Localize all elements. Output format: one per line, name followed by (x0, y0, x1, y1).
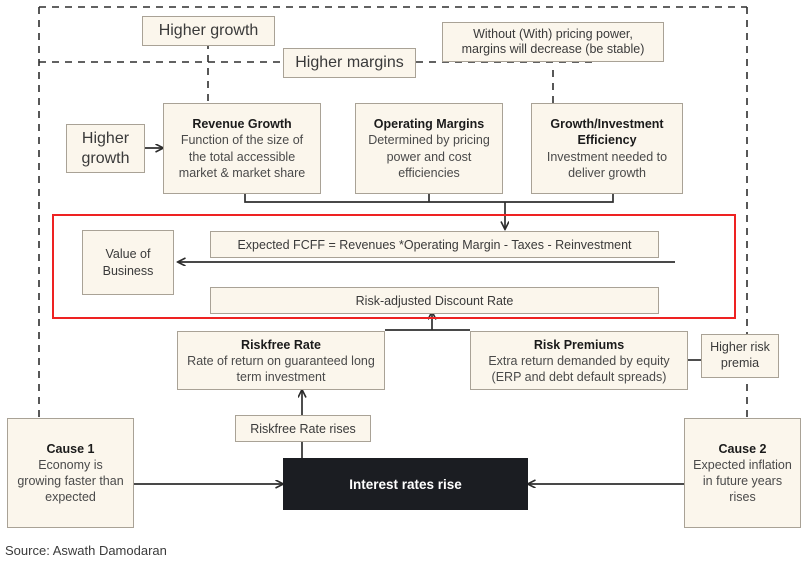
node-desc: Determined by pricing power and cost eff… (368, 133, 490, 180)
riskfree-rate-rises[interactable]: Riskfree Rate rises (235, 415, 371, 442)
driver-label: Higher margins (295, 54, 404, 71)
driver-pricing-power[interactable]: Without (With) pricing power, margins wi… (442, 22, 664, 62)
node-desc: Extra return demanded by equity (ERP and… (488, 353, 670, 384)
node-title: Growth/Investment Efficiency (550, 117, 664, 148)
node-desc: Expected inflation in future years rises (693, 457, 792, 505)
node-desc: Function of the size of the total access… (178, 133, 306, 180)
node-desc: Rate of return on guaranteed long term i… (187, 353, 375, 384)
cause-2[interactable]: Cause 2 Expected inflation in future yea… (684, 418, 801, 528)
driver-higher-margins[interactable]: Higher margins (283, 48, 416, 78)
value-driver-growth-investment-efficiency[interactable]: Growth/Investment Efficiency Investment … (531, 103, 683, 194)
driver-higher-growth-top[interactable]: Higher growth (142, 16, 275, 46)
interest-rates-rise[interactable]: Interest rates rise (283, 458, 528, 510)
node-label: Value of Business (102, 247, 154, 278)
formula-label: Expected FCFF = Revenues *Operating Marg… (237, 237, 632, 252)
driver-higher-risk-premia[interactable]: Higher risk premia (701, 334, 779, 378)
driver-label: Higher risk premia (710, 340, 770, 370)
value-of-business[interactable]: Value of Business (82, 230, 174, 295)
node-title: Risk Premiums (533, 337, 625, 352)
node-label: Interest rates rise (349, 476, 462, 492)
node-title: Revenue Growth (192, 117, 292, 131)
driver-label: Higher growth (81, 129, 130, 167)
discount-input-riskfree-rate[interactable]: Riskfree Rate Rate of return on guarante… (177, 331, 385, 390)
node-desc: Economy is growing faster than expected (17, 457, 124, 505)
driver-label: Higher growth (158, 22, 259, 39)
source-caption: Source: Aswath Damodaran (5, 543, 167, 558)
cause-1[interactable]: Cause 1 Economy is growing faster than e… (7, 418, 134, 528)
node-desc: Investment needed to deliver growth (546, 149, 668, 180)
driver-higher-growth-left[interactable]: Higher growth (66, 124, 145, 173)
value-driver-operating-margins[interactable]: Operating Margins Determined by pricing … (355, 103, 503, 194)
node-label: Risk-adjusted Discount Rate (355, 293, 514, 308)
valuation-highlight-frame (52, 214, 736, 319)
risk-adjusted-discount-rate[interactable]: Risk-adjusted Discount Rate (210, 287, 659, 314)
node-title: Cause 1 (46, 441, 95, 456)
node-title: Cause 2 (718, 441, 767, 456)
driver-label: Without (With) pricing power, margins wi… (461, 27, 645, 56)
discount-input-risk-premiums[interactable]: Risk Premiums Extra return demanded by e… (470, 331, 688, 390)
node-label: Riskfree Rate rises (250, 421, 356, 436)
value-driver-revenue-growth[interactable]: Revenue Growth Function of the size of t… (163, 103, 321, 194)
node-title: Riskfree Rate (241, 337, 321, 352)
node-title: Operating Margins (373, 117, 485, 131)
expected-fcff-formula[interactable]: Expected FCFF = Revenues *Operating Marg… (210, 231, 659, 258)
